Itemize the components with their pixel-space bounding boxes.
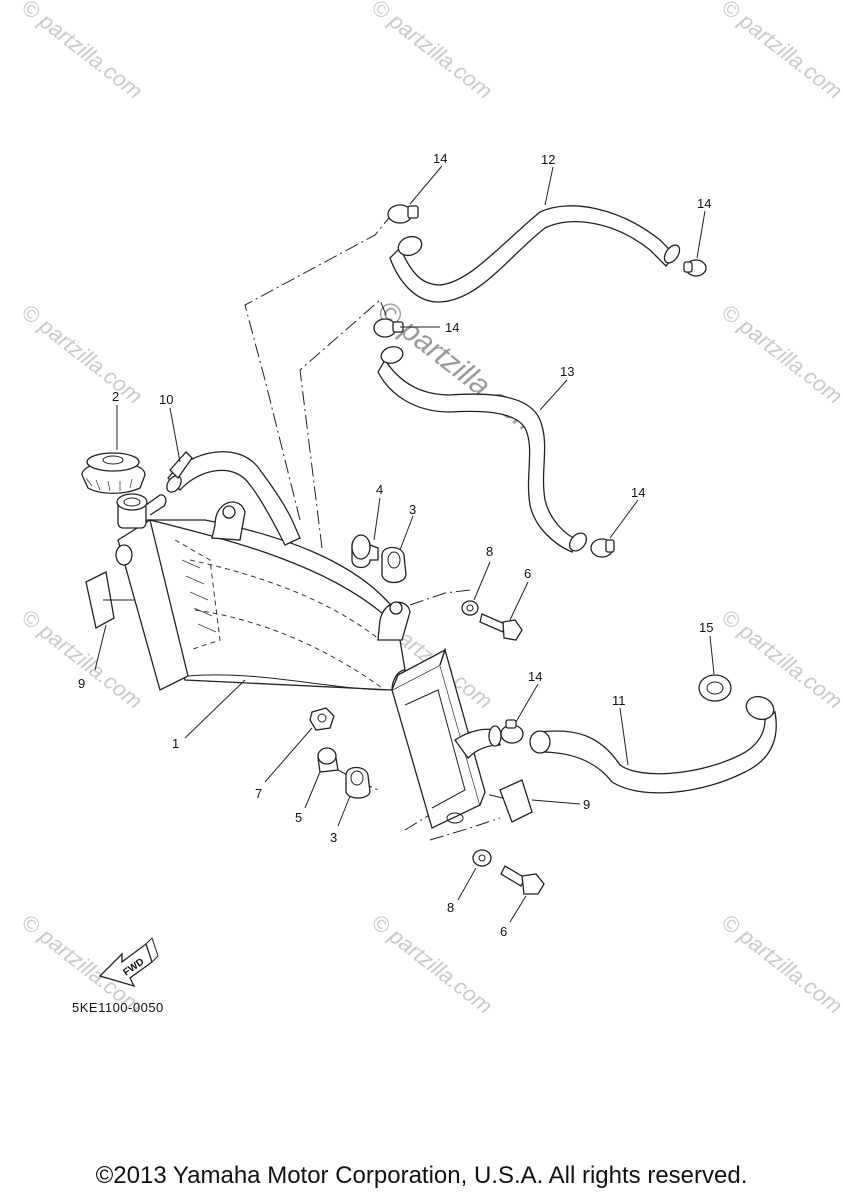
callout-14: 14 <box>528 669 542 684</box>
callout-numbers: 1 2 3 3 4 5 6 6 7 8 8 9 9 10 11 12 13 14… <box>78 151 713 939</box>
hose-joint <box>698 674 732 702</box>
radiator <box>115 493 502 829</box>
hose-clamp <box>500 719 524 744</box>
watermark: © partzilla.com <box>717 299 843 408</box>
watermark: © partzilla.com <box>17 604 147 713</box>
hose-clamp <box>590 538 615 558</box>
middle-radiator-hose <box>377 346 588 553</box>
callout-14: 14 <box>433 151 447 166</box>
bolt-upper <box>479 613 523 641</box>
damper-upper <box>381 546 407 584</box>
bolt-lower <box>500 865 545 895</box>
callout-13: 13 <box>560 364 574 379</box>
diagram-code: 5KE1100-0050 <box>72 1000 164 1015</box>
upper-radiator-hose <box>389 205 681 303</box>
callout-1: 1 <box>172 736 179 751</box>
hose-clamps <box>373 204 707 744</box>
callout-4: 4 <box>376 482 383 497</box>
callout-8: 8 <box>486 544 493 559</box>
hose-clamp <box>373 318 404 338</box>
hose-clamp <box>387 204 419 224</box>
callout-3: 3 <box>330 830 337 845</box>
watermark: © partzilla.com <box>367 909 497 1018</box>
damper-lower <box>345 766 371 799</box>
watermark: © partzilla.com <box>717 604 843 713</box>
collar-lower <box>317 747 339 773</box>
forward-direction-arrow: FWD <box>98 937 159 988</box>
watermark: © partzilla.com <box>17 299 147 408</box>
washer-upper <box>461 600 479 616</box>
callout-11: 11 <box>612 693 626 708</box>
callout-14: 14 <box>445 320 459 335</box>
watermark: © partzilla.com <box>717 0 843 104</box>
label-stickers <box>85 571 533 823</box>
callout-12: 12 <box>541 152 555 167</box>
radiator-cap <box>81 452 146 494</box>
nut-lower <box>309 707 335 731</box>
washer-lower <box>472 849 492 867</box>
watermark: © partzilla.com <box>717 909 843 1018</box>
lower-radiator-hose <box>529 695 777 794</box>
collar-upper <box>351 534 379 569</box>
callout-14: 14 <box>631 485 645 500</box>
callout-9: 9 <box>583 797 590 812</box>
overflow-hose <box>166 451 301 546</box>
callout-8: 8 <box>447 900 454 915</box>
callout-5: 5 <box>295 810 302 825</box>
leader-lines <box>94 165 715 923</box>
callout-14: 14 <box>697 196 711 211</box>
watermark: © partzilla.com <box>17 0 147 104</box>
callout-3: 3 <box>409 502 416 517</box>
copyright-notice: ©2013 Yamaha Motor Corporation, U.S.A. A… <box>95 1162 748 1189</box>
callout-7: 7 <box>255 786 262 801</box>
hose-clamp <box>683 259 707 277</box>
callout-10: 10 <box>159 392 173 407</box>
callout-6: 6 <box>500 924 507 939</box>
callout-15: 15 <box>699 620 713 635</box>
watermark: © partzilla.com <box>367 0 497 104</box>
callout-9: 9 <box>78 676 85 691</box>
callout-6: 6 <box>524 566 531 581</box>
callout-2: 2 <box>112 389 119 404</box>
